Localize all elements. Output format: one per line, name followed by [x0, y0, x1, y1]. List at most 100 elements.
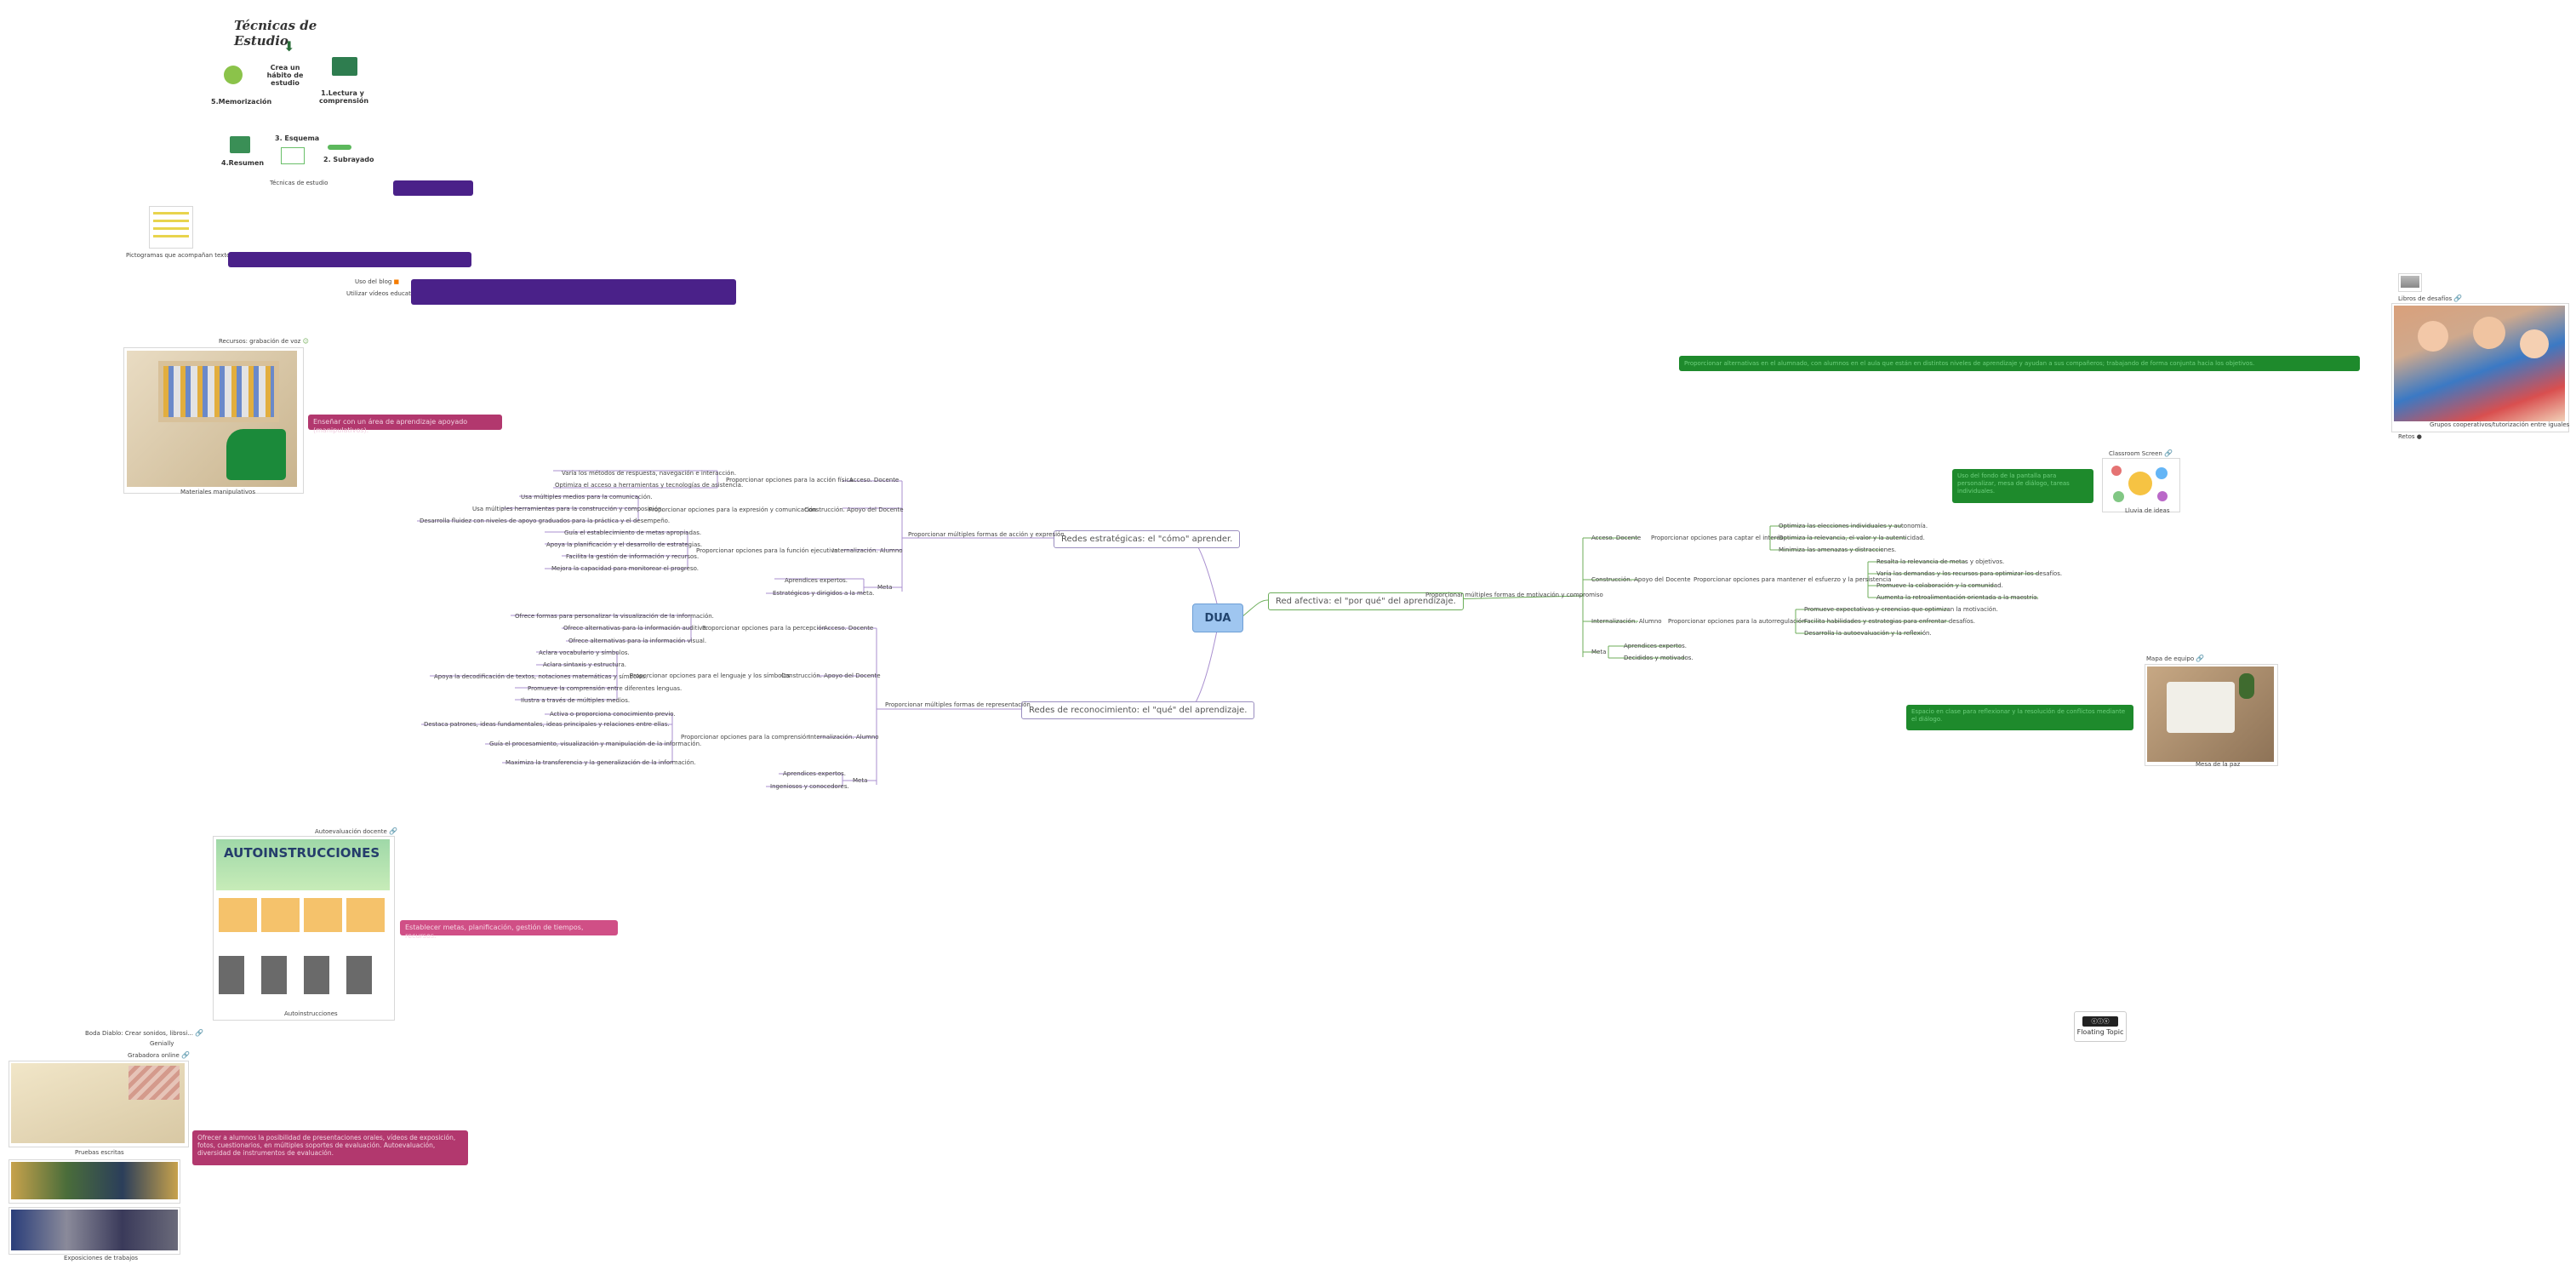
grabadora-label[interactable]: Grabadora online 🔗	[128, 1051, 190, 1059]
what-g3-label[interactable]: Meta	[853, 777, 868, 784]
how-g1-sub[interactable]: Proporcionar opciones para la expresión …	[648, 506, 817, 513]
what-g1-i4[interactable]: Ilustra a través de múltiples medios.	[521, 697, 631, 704]
mapa-label[interactable]: Mapa de equipo 🔗	[2146, 655, 2205, 662]
how-g1-i2[interactable]: Desarrolla fluidez con niveles de apoyo …	[420, 518, 671, 524]
what-g0-sub[interactable]: Proporcionar opciones para la percepción	[702, 625, 826, 632]
pruebas-photo[interactable]	[9, 1061, 189, 1147]
purple-note-1[interactable]	[393, 180, 473, 196]
study-techniques-infographic[interactable]: Técnicas de Estudio ⬇ Crea un hábito de …	[208, 13, 374, 177]
how-g2-label[interactable]: Internalización. Alumno	[832, 547, 903, 554]
central-topic[interactable]: DUA	[1192, 604, 1243, 632]
mesa-photo[interactable]	[2145, 664, 2278, 766]
how-g2-i2[interactable]: Facilita la gestión de información y rec…	[566, 553, 700, 560]
mesa-note[interactable]: Espacio en clase para reflexionar y la r…	[1906, 705, 2133, 730]
what-g1-i2[interactable]: Apoya la decodificación de textos, notac…	[434, 673, 648, 680]
how-g0-i1[interactable]: Optimiza el acceso a herramientas y tecn…	[555, 482, 744, 489]
why-g2-label[interactable]: Internalización. Alumno	[1591, 618, 1662, 625]
how-g2-i3[interactable]: Mejora la capacidad para monitorear el p…	[551, 565, 699, 572]
what-g3-i1[interactable]: Ingeniosos y conocedores.	[770, 783, 849, 790]
autoinstrucciones-image[interactable]: AUTOINSTRUCCIONES	[213, 836, 395, 1021]
what-g3-i0[interactable]: Aprendices expertos.	[783, 770, 846, 777]
why-g0-i1[interactable]: Optimiza la relevancia, el valor y la au…	[1779, 535, 1925, 541]
lluvia-image[interactable]	[2102, 458, 2180, 512]
what-g1-sub[interactable]: Proporcionar opciones para el lenguaje y…	[630, 672, 791, 679]
how-g0-i0[interactable]: Varía los métodos de respuesta, navegaci…	[562, 470, 737, 477]
purple-note-3[interactable]	[411, 279, 736, 305]
retos-label[interactable]: Retos ●	[2398, 433, 2422, 440]
how-g1-i0[interactable]: Usa múltiples medios para la comunicació…	[521, 494, 653, 501]
exposiciones-photo-2[interactable]	[9, 1207, 180, 1255]
how-g3-i1[interactable]: Estratégicos y dirigidos a la meta.	[773, 590, 875, 597]
what-g2-label[interactable]: Internalización. Alumno	[808, 734, 879, 741]
what-g0-i1[interactable]: Ofrece alternativas para la información …	[563, 625, 708, 632]
how-g2-i1[interactable]: Apoya la planificación y el desarrollo d…	[546, 541, 703, 548]
how-g3-i0[interactable]: Aprendices expertos.	[785, 577, 848, 584]
what-g2-i0[interactable]: Activa o proporciona conocimiento previo…	[550, 711, 676, 718]
how-g2-sub[interactable]: Proporcionar opciones para la función ej…	[696, 547, 838, 554]
libros-label[interactable]: Libros de desafíos 🔗	[2398, 295, 2463, 302]
why-main[interactable]: Proporcionar múltiples formas de motivac…	[1425, 592, 1603, 598]
why-g3-i0[interactable]: Aprendices expertos.	[1624, 643, 1687, 649]
classroom-note[interactable]: Uso del fondo de la pantalla para person…	[1952, 469, 2093, 503]
what-g2-i2[interactable]: Guía el procesamiento, visualización y m…	[489, 741, 702, 747]
what-g2-sub[interactable]: Proporcionar opciones para la comprensió…	[681, 734, 810, 741]
why-g2-sub[interactable]: Proporcionar opciones para la autorregul…	[1668, 618, 1806, 625]
pictogram-thumbnail[interactable]	[149, 206, 193, 249]
why-g0-label[interactable]: Acceso. Docente	[1591, 535, 1642, 541]
materiales-photo[interactable]	[123, 347, 304, 494]
why-g3-i1[interactable]: Decididos y motivados.	[1624, 655, 1694, 661]
why-g0-i0[interactable]: Optimiza las elecciones individuales y a…	[1779, 523, 1928, 529]
what-g0-i0[interactable]: Ofrece formas para personalizar la visua…	[515, 613, 714, 620]
why-g2-i0[interactable]: Promueve expectativas y creencias que op…	[1804, 606, 1998, 613]
materiales-label: Materiales manipulativos	[180, 489, 255, 495]
how-g1-i1[interactable]: Usa múltiples herramientas para la const…	[472, 506, 664, 512]
how-g0-label[interactable]: Acceso. Docente	[849, 477, 900, 483]
evaluation-note[interactable]: Ofrecer a alumnos la posibilidad de pres…	[192, 1130, 468, 1165]
purple-note-2[interactable]	[228, 252, 471, 267]
what-g1-i0[interactable]: Aclara vocabulario y símbolos.	[539, 649, 630, 656]
why-g0-i2[interactable]: Minimiza las amenazas y distracciones.	[1779, 546, 1897, 553]
autoeval-label[interactable]: Autoevaluación docente 🔗	[315, 827, 397, 835]
why-g1-i3[interactable]: Aumenta la retroalimentación orientada a…	[1876, 594, 2039, 601]
why-g2-i1[interactable]: Facilita habilidades y estrategias para …	[1804, 618, 1975, 625]
materiales-note[interactable]: Enseñar con un área de aprendizaje apoya…	[308, 415, 502, 434]
boda-label[interactable]: Boda Diablo: Crear sonidos, librosi... 🔗	[85, 1029, 204, 1037]
autoinst-note[interactable]: Establecer metas, planificación, gestión…	[400, 920, 618, 940]
how-g1-label[interactable]: Construcción. Apoyo del Docente	[804, 506, 904, 513]
how-g0-sub[interactable]: Proporcionar opciones para la acción fís…	[726, 477, 854, 483]
cooperative-banner[interactable]: Proporcionar alternativas en el alumnado…	[1679, 356, 2360, 371]
branch-what[interactable]: Redes de reconocimiento: el "qué" del ap…	[1021, 701, 1255, 719]
what-g2-i3[interactable]: Maximiza la transferencia y la generaliz…	[505, 759, 696, 766]
what-g0-i2[interactable]: Ofrece alternativas para la información …	[568, 638, 707, 644]
classroom-label[interactable]: Classroom Screen 🔗	[2109, 449, 2173, 457]
recursos-label[interactable]: Recursos: grabación de voz ☺	[219, 338, 309, 345]
floating-topic[interactable]: ⓒⓘⓢ Floating Topic	[2074, 1011, 2127, 1042]
what-g0-label[interactable]: Acceso. Docente	[824, 625, 874, 632]
why-g2-i2[interactable]: Desarrolla la autoevaluación y la reflex…	[1804, 630, 1932, 637]
why-g1-label[interactable]: Construcción. Apoyo del Docente	[1591, 576, 1691, 583]
why-g1-sub[interactable]: Proporcionar opciones para mantener el e…	[1694, 576, 1892, 583]
what-g1-i3[interactable]: Promueve la comprensión entre diferentes…	[528, 685, 683, 692]
how-g2-i0[interactable]: Guía el establecimiento de metas apropia…	[564, 529, 702, 536]
what-g1-i1[interactable]: Aclara sintaxis y estructura.	[543, 661, 626, 668]
brain-icon	[224, 66, 243, 84]
exposiciones-label: Exposiciones de trabajos	[64, 1255, 139, 1261]
why-g1-i1[interactable]: Varía las demandas y los recursos para o…	[1876, 570, 2063, 577]
pictogramas-label[interactable]: Pictogramas que acompañan textos	[126, 252, 233, 259]
how-g3-label[interactable]: Meta	[877, 584, 893, 591]
exposiciones-photo-1[interactable]	[9, 1159, 180, 1204]
what-main[interactable]: Proporcionar múltiples formas de represe…	[885, 701, 1031, 708]
what-g1-label[interactable]: Construcción. Apoyo del Docente	[781, 672, 881, 679]
why-g0-sub[interactable]: Proporcionar opciones para captar el int…	[1651, 535, 1784, 541]
why-g3-label[interactable]: Meta	[1591, 649, 1607, 655]
why-g1-i0[interactable]: Resalta la relevancia de metas y objetiv…	[1876, 558, 2005, 565]
what-g2-i1[interactable]: Destaca patrones, ideas fundamentales, i…	[424, 721, 670, 728]
why-g1-i2[interactable]: Promueve la colaboración y la comunidad.	[1876, 582, 2003, 589]
genially-label[interactable]: Genially	[150, 1040, 174, 1047]
blog-label[interactable]: Uso del blog ■	[355, 278, 400, 285]
branch-how[interactable]: Redes estratégicas: el "cómo" aprender.	[1054, 530, 1241, 548]
grupos-photo[interactable]	[2391, 303, 2569, 432]
libros-thumbnail[interactable]	[2398, 273, 2422, 292]
how-main[interactable]: Proporcionar múltiples formas de acción …	[908, 531, 1065, 538]
branch-why[interactable]: Red afectiva: el "por qué" del aprendiza…	[1268, 592, 1464, 610]
